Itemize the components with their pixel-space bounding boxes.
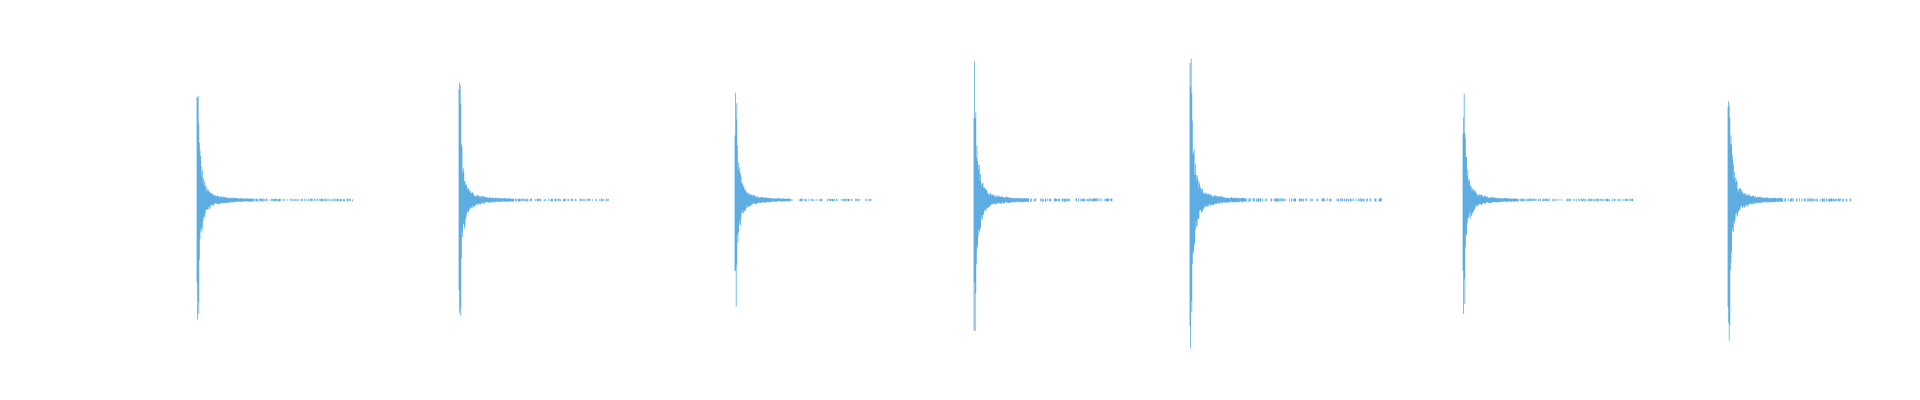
transient-peak-4: [973, 60, 1113, 332]
waveform-stroke: [734, 92, 872, 307]
waveform-stroke: [1727, 101, 1852, 341]
transient-peak-1: [196, 95, 353, 320]
waveform-layer: [196, 58, 1852, 349]
waveform-stroke: [973, 60, 1113, 332]
transient-peak-5: [1189, 58, 1382, 349]
transient-peak-7: [1727, 101, 1852, 341]
transient-peak-2: [458, 82, 609, 316]
transient-peak-3: [734, 92, 872, 307]
transient-peak-6: [1462, 93, 1634, 314]
waveform-stroke: [458, 82, 609, 316]
waveform-stroke: [1189, 58, 1382, 349]
waveform-stroke: [196, 95, 353, 320]
waveform-stroke: [1462, 93, 1634, 314]
